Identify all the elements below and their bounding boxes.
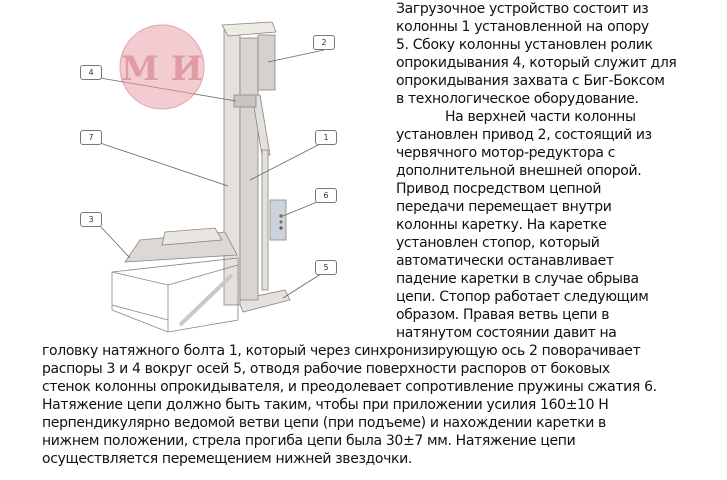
callout-4: 4 bbox=[80, 65, 102, 80]
column-top bbox=[221, 21, 277, 37]
roller bbox=[233, 94, 257, 108]
text-line: стенок колонны опрокидывателя, и преодол… bbox=[42, 379, 657, 395]
text-line: натянутом состоянии давит на bbox=[396, 325, 617, 341]
watermark-logo: М И bbox=[119, 24, 205, 110]
callout-5: 5 bbox=[315, 260, 337, 275]
text-line: червячного мотор-редуктора с bbox=[396, 145, 616, 161]
text-line: передачи перемещает внутри bbox=[396, 199, 612, 215]
text-line: Натяжение цепи должно быть таким, чтобы … bbox=[42, 397, 609, 413]
loader-drawing: М И bbox=[99, 21, 325, 333]
text-line: опрокидывания 4, который служит для bbox=[396, 55, 677, 71]
text-line: 5. Сбоку колонны установлен ролик bbox=[396, 37, 653, 53]
base-plate bbox=[237, 289, 291, 313]
text-line: Загрузочное устройство состоит из bbox=[396, 1, 649, 17]
loader-diagram: М И 2 4 7 1 6 3 5 bbox=[0, 0, 360, 340]
callout-1: 1 bbox=[315, 130, 337, 145]
svg-text:М И: М И bbox=[121, 49, 203, 89]
text-line: образом. Правая ветвь цепи в bbox=[396, 307, 610, 323]
callout-3: 3 bbox=[80, 212, 102, 227]
drive-box bbox=[257, 34, 276, 91]
text-line: цепи. Стопор работает следующим bbox=[396, 289, 649, 305]
callout-2: 2 bbox=[313, 35, 335, 50]
text-line: распоры 3 и 4 вокруг осей 5, отводя рабо… bbox=[42, 361, 610, 377]
text-line: установлен стопор, который bbox=[396, 235, 600, 251]
text-line: На верхней части колонны bbox=[445, 109, 636, 125]
text-line: осуществляется перемещением нижней звезд… bbox=[42, 451, 412, 467]
text-line: автоматически останавливает bbox=[396, 253, 614, 269]
text-line: дополнительной внешней опорой. bbox=[396, 163, 642, 179]
text-line: колонны 1 установленной на опору bbox=[396, 19, 649, 35]
callout-7: 7 bbox=[80, 130, 102, 145]
control-box bbox=[269, 199, 287, 241]
text-line: перпендикулярно ведомой ветви цепи (при … bbox=[42, 415, 606, 431]
text-line: в технологическое оборудование. bbox=[396, 91, 639, 107]
text-line: опрокидывания захвата с Биг-Боксом bbox=[396, 73, 665, 89]
text-line: нижнем положении, стрела прогиба цепи бы… bbox=[42, 433, 576, 449]
text-line: головку натяжного болта 1, который через… bbox=[42, 343, 641, 359]
text-line: падение каретки в случае обрыва bbox=[396, 271, 639, 287]
frame bbox=[111, 257, 239, 333]
text-line: колонны каретку. На каретке bbox=[396, 217, 607, 233]
callout-6: 6 bbox=[315, 188, 337, 203]
text-line: установлен привод 2, состоящий из bbox=[396, 127, 652, 143]
text-line: Привод посредством цепной bbox=[396, 181, 602, 197]
